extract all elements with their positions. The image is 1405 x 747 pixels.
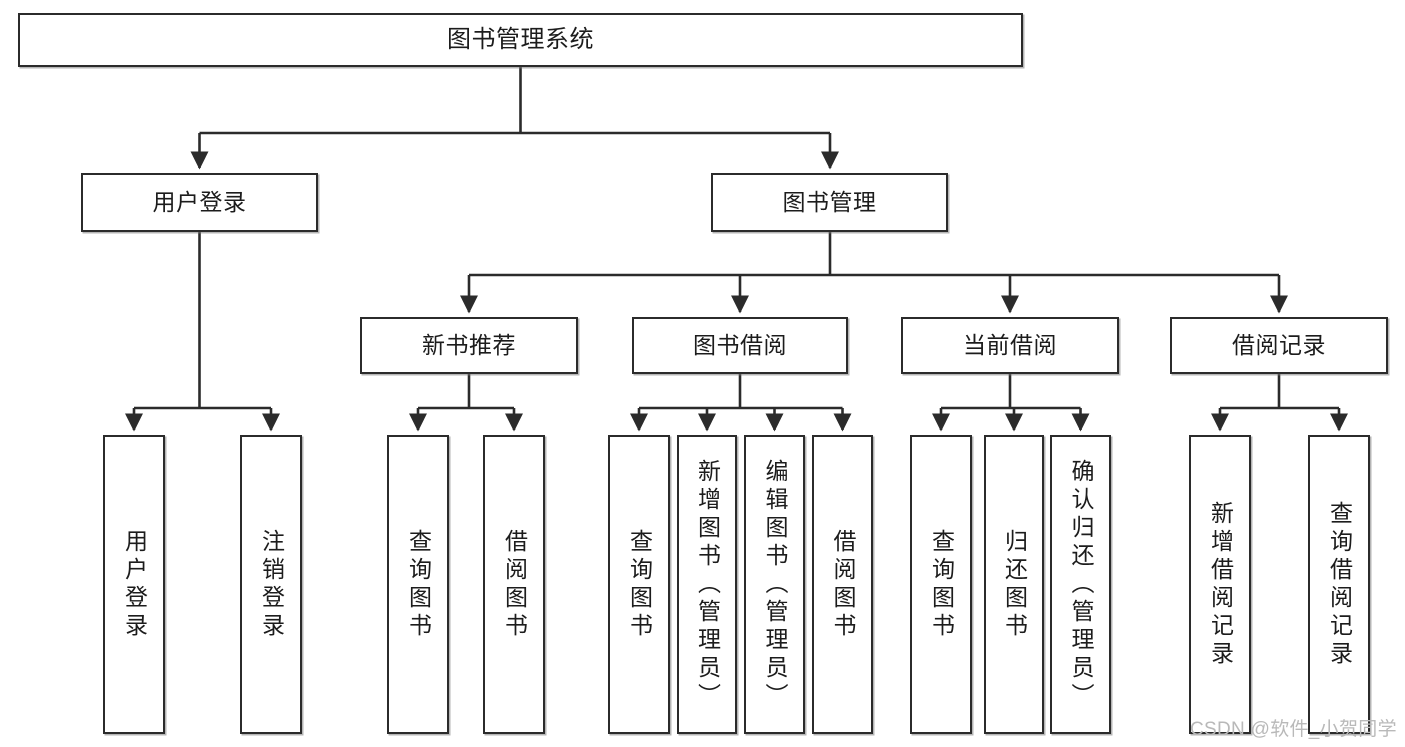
leaf-node-label: 查询图书 [928, 528, 955, 641]
node-book-management[interactable]: 图书管理 [711, 173, 948, 232]
node-root[interactable]: 图书管理系统 [18, 13, 1023, 67]
node-current-borrow-label: 当前借阅 [963, 332, 1057, 359]
leaf-node-label: 查询图书 [626, 528, 653, 641]
node-current-borrow[interactable]: 当前借阅 [901, 317, 1119, 374]
leaf-node[interactable]: 用户登录 [103, 435, 165, 734]
leaf-node[interactable]: 查询借阅记录 [1308, 435, 1370, 734]
node-borrow-record[interactable]: 借阅记录 [1170, 317, 1388, 374]
node-book-borrow-label: 图书借阅 [693, 332, 787, 359]
node-new-book-recommend-label: 新书推荐 [422, 332, 516, 359]
leaf-node-label: 新增图书（管理员） [694, 458, 721, 711]
leaf-node[interactable]: 确认归还（管理员） [1050, 435, 1111, 734]
leaf-node[interactable]: 查询图书 [387, 435, 449, 734]
leaf-node-label: 确认归还（管理员） [1068, 458, 1094, 711]
leaf-node-label: 注销登录 [258, 528, 285, 641]
leaf-node[interactable]: 查询图书 [608, 435, 670, 734]
leaf-node[interactable]: 新增图书（管理员） [677, 435, 737, 734]
node-user-login-label: 用户登录 [152, 189, 247, 216]
node-borrow-record-label: 借阅记录 [1232, 332, 1326, 359]
leaf-node-label: 查询图书 [405, 528, 432, 641]
leaf-node[interactable]: 注销登录 [240, 435, 302, 734]
leaf-node-label: 用户登录 [121, 528, 148, 641]
leaf-node[interactable]: 归还图书 [984, 435, 1044, 734]
leaf-node[interactable]: 查询图书 [910, 435, 972, 734]
leaf-node-label: 借阅图书 [501, 528, 528, 641]
node-book-management-label: 图书管理 [782, 189, 877, 216]
leaf-node-label: 新增借阅记录 [1207, 500, 1234, 669]
node-book-borrow[interactable]: 图书借阅 [632, 317, 848, 374]
leaf-node-label: 编辑图书（管理员） [762, 458, 788, 711]
node-root-label: 图书管理系统 [447, 26, 594, 54]
node-user-login[interactable]: 用户登录 [81, 173, 318, 232]
leaf-node-label: 归还图书 [1001, 528, 1028, 641]
leaf-node-label: 查询借阅记录 [1326, 500, 1353, 669]
leaf-node[interactable]: 借阅图书 [812, 435, 873, 734]
leaf-node-label: 借阅图书 [830, 528, 856, 641]
node-new-book-recommend[interactable]: 新书推荐 [360, 317, 578, 374]
leaf-node[interactable]: 借阅图书 [483, 435, 545, 734]
leaf-node[interactable]: 新增借阅记录 [1189, 435, 1251, 734]
csdn-watermark: CSDN @软件_小贺同学 [1190, 719, 1397, 740]
leaf-node[interactable]: 编辑图书（管理员） [744, 435, 805, 734]
